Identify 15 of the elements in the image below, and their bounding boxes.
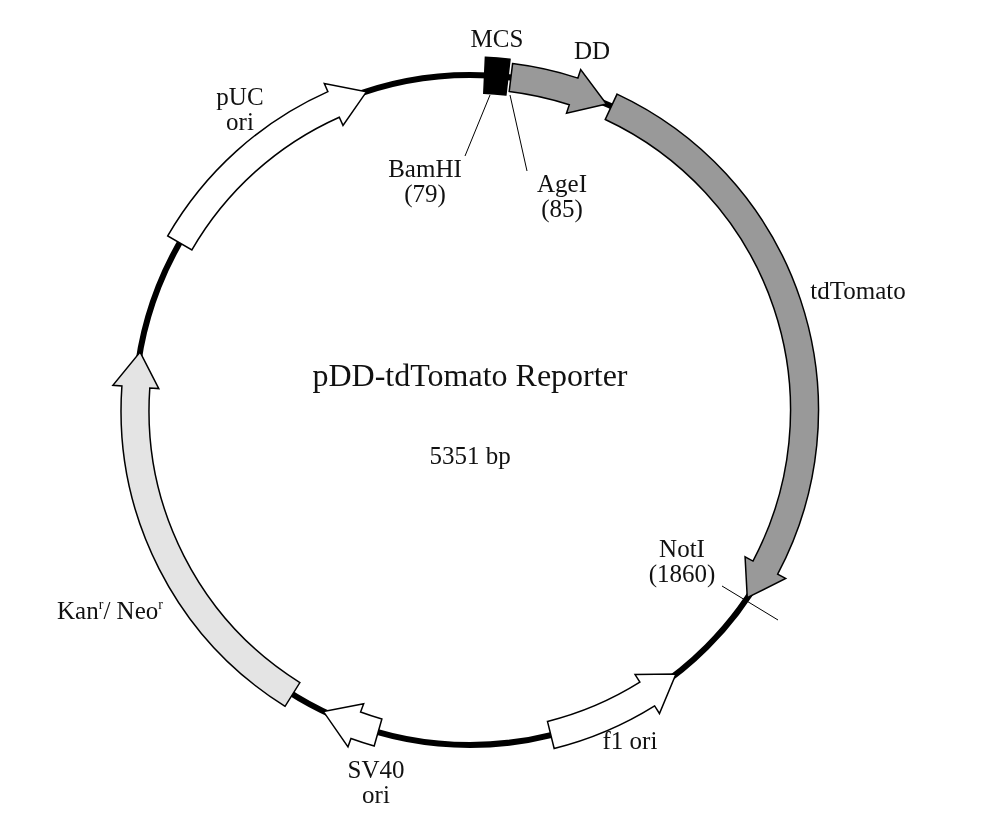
- leader-line: [509, 94, 528, 172]
- feature-label: pUC ori: [215, 84, 265, 134]
- leader-line: [721, 585, 779, 621]
- feature-label: tdTomato: [809, 278, 907, 303]
- feature-label: MCS: [469, 26, 525, 51]
- leader-line: [464, 94, 491, 157]
- plasmid-name: pDD-tdTomato Reporter: [312, 357, 628, 393]
- plasmid-size: 5351 bp: [429, 441, 511, 469]
- feature-label: SV40 ori: [346, 757, 406, 807]
- feature-label: DD: [572, 38, 612, 63]
- feature-label: f1 ori: [601, 728, 659, 753]
- feature-label: Kan$^{r}$/ Neo$^{r}$: [56, 598, 164, 623]
- site-label: AgeI (85): [536, 171, 588, 221]
- site-label: BamHI (79): [387, 156, 463, 206]
- site-label: NotI (1860): [647, 536, 717, 586]
